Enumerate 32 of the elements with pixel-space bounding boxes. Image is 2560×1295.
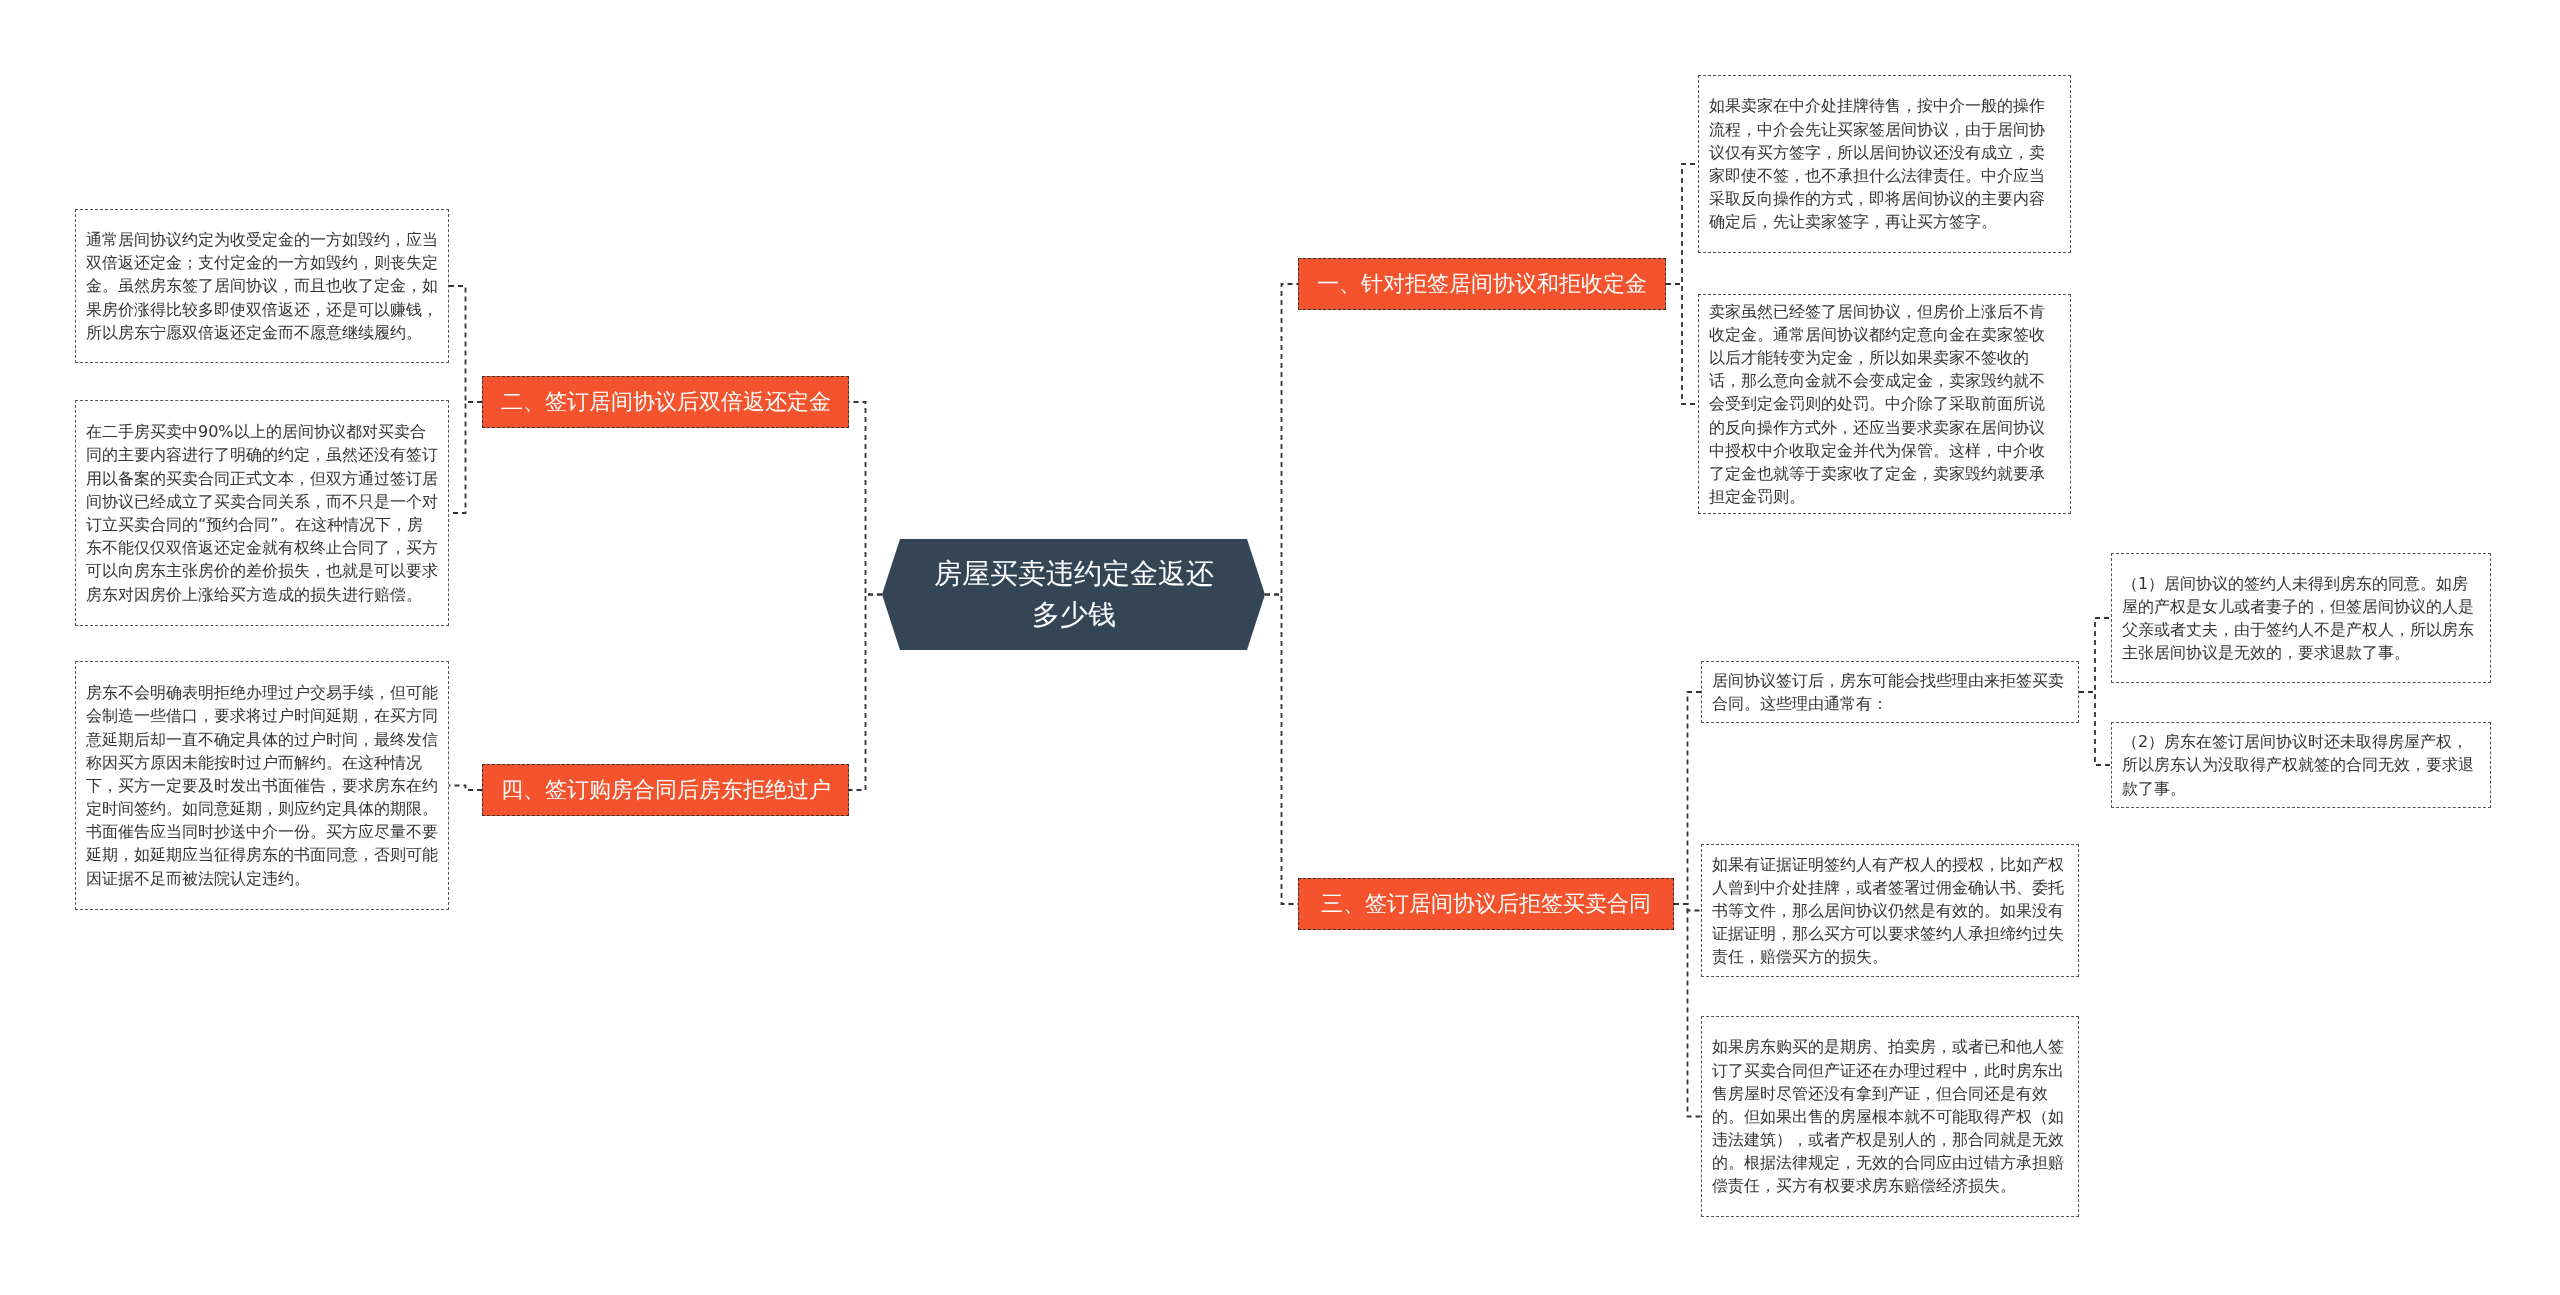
- note-text: （1）居间协议的签约人未得到房东的同意。如房屋的产权是女儿或者妻子的，但签居间协议的人是父亲或者丈夫，由于签约人不是产权人，所以房东主张居间协议是无效的，要求退款了事。: [2122, 572, 2475, 665]
- topic-box: [1298, 258, 1666, 310]
- note-box: [1698, 75, 2071, 253]
- connector-line: [2078, 691, 2112, 766]
- connector-line: [1673, 903, 1702, 1118]
- connector-line: [848, 593, 883, 791]
- note-box: [2111, 722, 2491, 808]
- note-box: [75, 661, 449, 910]
- topic-box: [482, 376, 849, 428]
- note-text: （2）房东在签订居间协议时还未取得房屋产权，所以房东认为没取得产权就签的合同无效，要求退款了事。: [2122, 731, 2475, 800]
- note-box: [75, 209, 449, 363]
- topic-box: [482, 764, 849, 816]
- note-box: [1701, 661, 2079, 723]
- note-text: 房东不会明确表明拒绝办理过户交易手续，但可能会制造一些借口，要求将过户时间延期，在买方同意延期后却一直不确定具体的过户时间，最终发信称因买方原因未能按时过户而解约。在这种情况下，买方一定要及时发出书面催告，要求房东在约定时间签约。如同意延期，则应约定具体的期限。书面催告应当同时抄送中介一份。买方应尽量不要延期，如延期应当征得房东的书面同意，否则可能因证据不足而被法院认定违约。: [86, 682, 438, 890]
- note-box: [1701, 844, 2079, 977]
- topic-box: [1298, 878, 1674, 930]
- note-box: [1701, 1016, 2079, 1217]
- note-text: 通常居间协议约定为收受定金的一方如毁约，应当双倍返还定金；支付定金的一方如毁约，则丧失定金。虽然房东签了居间协议，而且也收了定金，如果房价涨得比较多即使双倍返还，还是可以赚钱，所以房东宁愿双倍返还定金而不愿意继续履约。: [86, 229, 438, 344]
- note-text: 卖家虽然已经签了居间协议，但房价上涨后不肯收定金。通常居间协议都约定意向金在卖家签收以后才能转变为定金，所以如果卖家不签收的话，那么意向金就不会变成定金，卖家毁约就不会受到定金罚则的处罚。中介除了采取前面所说的反向操作方式外，还应当要求卖家在居间协议中授权中介收取定金并代为保管。这样，中介收了定金也就等于卖家收了定金，卖家毁约就要承担定金罚则。: [1709, 300, 2046, 509]
- topic-text: 二、签订居间协议后双倍返还定金: [500, 388, 831, 416]
- topic-text: 一、针对拒签居间协议和拒收定金: [1317, 270, 1647, 298]
- central-topic-text: 房屋买卖违约定金返还多少钱: [932, 555, 1215, 633]
- note-text: 如果有证据证明签约人有产权人的授权，比如产权人曾到中介处挂牌，或者签署过佣金确认书、委托书等文件，那么居间协议仍然是有效的。如果没有证据证明，那么买方可以要求签约人承担缔约过失责任，赔偿买方的损失。: [1712, 853, 2065, 969]
- note-box: [75, 400, 449, 626]
- note-box: [2111, 553, 2491, 683]
- note-text: 在二手房买卖中90%以上的居间协议都对买卖合同的主要内容进行了明确的约定，虽然还没有签订用以备案的买卖合同正式文本，但双方通过签订居间协议已经成立了买卖合同关系，而不只是一个对订立买卖合同的“预约合同”。在这种情况下，房东不能仅仅双倍返还定金就有权终止合同了，买方可以向房东主张房价的差价损失，也就是可以要求房东对因房价上涨给买方造成的损失进行赔偿。: [86, 421, 438, 606]
- note-text: 居间协议签订后，房东可能会找些理由来拒签买卖合同。这些理由通常有：: [1712, 669, 2065, 715]
- connector-line: [448, 784, 483, 791]
- topic-text: 三、签订居间协议后拒签买卖合同: [1321, 890, 1651, 918]
- note-text: 如果卖家在中介处挂牌待售，按中介一般的操作流程，中介会先让买家签居间协议，由于居间协议仅有买方签字，所以居间协议还没有成立，卖家即使不签，也不承担什么法律责任。中介应当采取反向操作的方式，即将居间协议的主要内容确定后，先让卖家签字，再让买方签字。: [1709, 95, 2046, 234]
- topic-text: 四、签订购房合同后房东拒绝过户: [500, 776, 831, 804]
- note-text: 如果房东购买的是期房、拍卖房，或者已和他人签订了买卖合同但产证还在办理过程中，此时房东出售房屋时尽管还没有拿到产证，但合同还是有效的。但如果出售的房屋根本就不可能取得产权（如违法建筑），或者产权是别人的，那合同就是无效的。根据法律规定，无效的合同应由过错方承担赔偿责任，买方有权要求房东赔偿经济损失。: [1712, 1036, 2065, 1198]
